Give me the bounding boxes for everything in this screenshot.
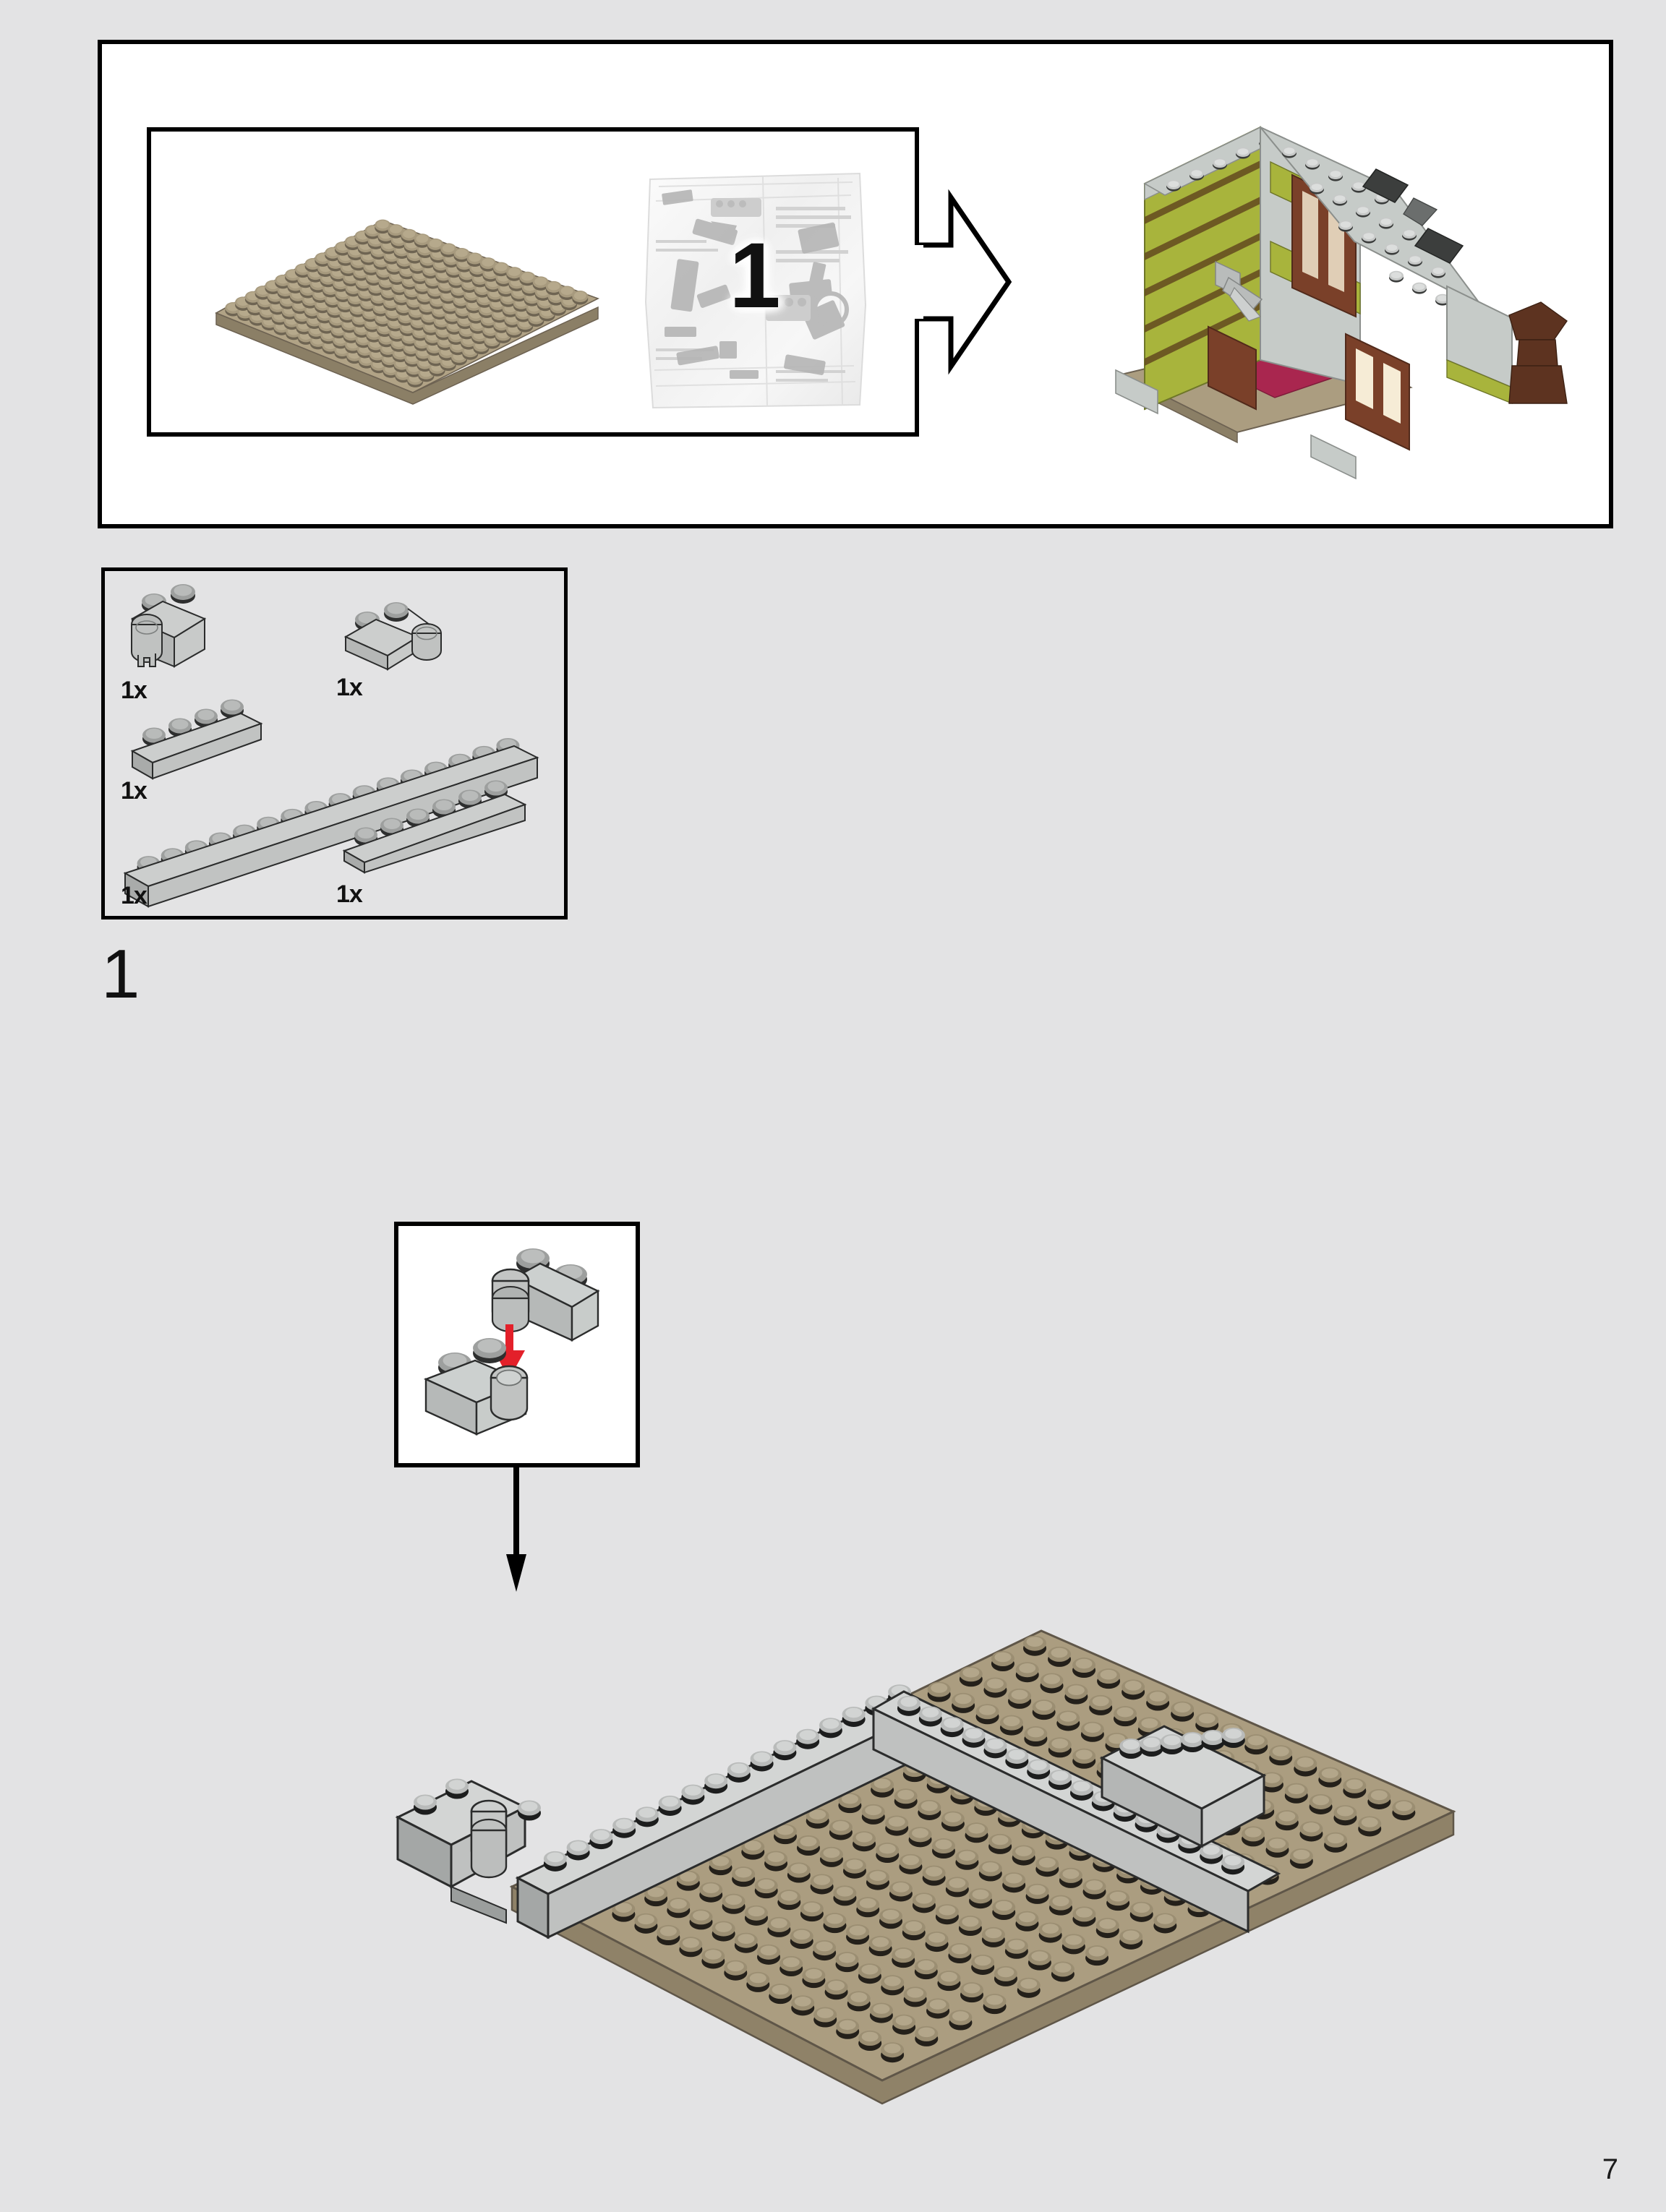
part-quantity-label: 1x: [121, 777, 148, 805]
part-quantity-label: 1x: [336, 880, 363, 908]
finished-model-preview: [1107, 48, 1584, 496]
part-brick-1x4: [125, 698, 270, 781]
bag-contents-box: 1: [147, 127, 919, 437]
part-hinge-brick-1x2-locking-base: [119, 584, 228, 680]
part-quantity-label: 1x: [121, 882, 148, 909]
part-quantity-label: 1x: [121, 677, 148, 704]
bag-number-label: 1: [729, 224, 781, 328]
brick-1x16-placed: [515, 1684, 934, 1939]
hinge-and-brick-left: [395, 1778, 541, 1889]
callout-leader-arrow: [506, 1467, 528, 1594]
bag-and-model-header-box: 1: [98, 40, 1613, 528]
part-brick-1x6: [340, 777, 535, 875]
baseplate-image: [202, 164, 614, 410]
part-hinge-brick-1x2-top: [335, 593, 450, 672]
parts-polybag-image: 1: [621, 153, 889, 421]
brick-1x6-placed: [1099, 1725, 1267, 1848]
page-number: 7: [1602, 2153, 1618, 2185]
part-brick-1x16: [118, 736, 552, 917]
parts-inventory-box: 1x 1x: [101, 567, 568, 919]
hinge-assembly-detail-box: [394, 1222, 640, 1467]
part-quantity-label: 1x: [336, 674, 363, 701]
step-1-assembly-illustration: [376, 1460, 1461, 2105]
right-arrow-outline-icon: [913, 176, 1014, 388]
step-number-label: 1: [101, 935, 140, 1013]
